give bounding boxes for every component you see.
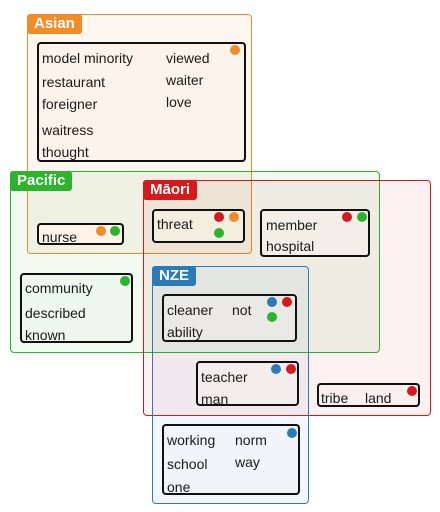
word-thought: thought [42, 144, 89, 160]
word-waitress: waitress [42, 122, 94, 138]
word-cleaner: cleaner [167, 302, 213, 318]
marker-dot-pacific [120, 276, 130, 286]
marker-dot-maori [342, 212, 352, 222]
word-tribe: tribe [321, 390, 349, 406]
set-label-maori: Māori [143, 180, 198, 200]
word-norm: norm [235, 432, 267, 448]
marker-dot-asian [229, 212, 239, 222]
word-land: land [365, 390, 392, 406]
word-restaurant: restaurant [42, 74, 106, 90]
word-model-minority: model minority [42, 50, 134, 66]
word-man: man [201, 391, 229, 407]
word-group-maori-nze [196, 361, 299, 406]
word-group-nze [162, 424, 300, 495]
word-hospital: hospital [266, 238, 315, 254]
word-group-maori [317, 383, 420, 407]
word-member: member [266, 217, 318, 233]
word-working: working [167, 432, 216, 448]
word-described: described [25, 305, 86, 321]
word-school: school [167, 456, 208, 472]
word-not: not [232, 302, 252, 318]
word-known: known [25, 327, 66, 343]
marker-dot-maori [214, 212, 224, 222]
word-foreigner: foreigner [42, 96, 98, 112]
word-threat: threat [157, 216, 193, 232]
marker-dot-nze [271, 364, 281, 374]
word-one: one [167, 479, 191, 495]
marker-dot-maori [286, 364, 296, 374]
set-label-pacific: Pacific [10, 171, 73, 191]
marker-dot-maori [407, 386, 417, 396]
word-community: community [25, 280, 93, 296]
marker-dot-pacific [267, 312, 277, 322]
set-label-nze: NZE [152, 266, 196, 286]
word-group-asian [37, 42, 246, 162]
marker-dot-asian [230, 45, 240, 55]
marker-dot-pacific [214, 228, 224, 238]
marker-dot-pacific [357, 212, 367, 222]
word-viewed: viewed [166, 50, 210, 66]
marker-dot-pacific [110, 226, 120, 236]
word-way: way [235, 454, 260, 470]
word-group-pacific [20, 273, 133, 343]
word-waiter: waiter [166, 72, 204, 88]
marker-dot-asian [96, 226, 106, 236]
set-label-asian: Asian [27, 14, 82, 34]
word-love: love [166, 94, 192, 110]
word-nurse: nurse [42, 229, 78, 245]
word-teacher: teacher [201, 369, 248, 385]
marker-dot-nze [267, 297, 277, 307]
word-ability: ability [167, 324, 203, 340]
marker-dot-maori [282, 297, 292, 307]
marker-dot-nze [287, 428, 297, 438]
